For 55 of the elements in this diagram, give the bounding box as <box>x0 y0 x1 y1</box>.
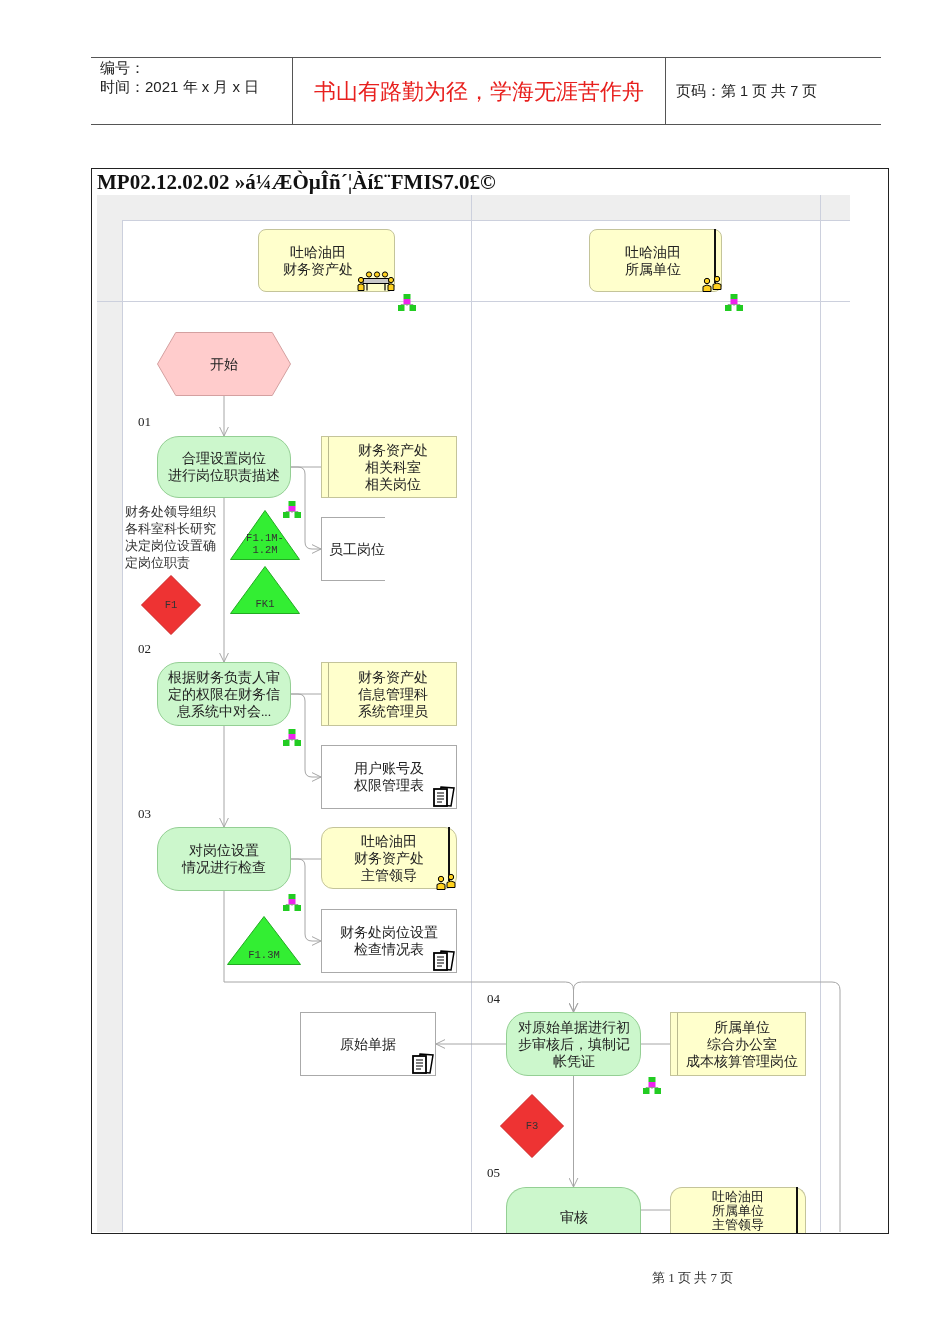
lane-header <box>589 229 722 292</box>
document-box <box>300 1012 436 1076</box>
lane-label: 吐哈油田财务资产处 <box>282 243 353 278</box>
diagram-title: MP02.12.02.02 »á¼ÆÒµÎñ´¦Àí£¨FMIS7.0£© <box>97 170 496 194</box>
process-box: 根据财务负责人审定的权限在财务信息系统中对会... <box>157 662 291 726</box>
role-box: 财务资产处信息管理科系统管理员 <box>321 662 457 726</box>
arrow <box>568 981 841 1233</box>
arrow <box>219 725 229 828</box>
arrow <box>435 1039 507 1049</box>
control-triangle: F1.1M-1.2M <box>230 510 300 560</box>
connector-line <box>640 1043 671 1045</box>
step-number: 04 <box>487 991 500 1007</box>
risk-diamond: F3 <box>500 1094 564 1158</box>
document-label: 原始单据 <box>340 1035 396 1053</box>
lane-header <box>258 229 395 292</box>
control-triangle: FK1 <box>230 566 300 614</box>
process-box: 合理设置岗位进行岗位职责描述 <box>157 436 291 498</box>
start-hexagon: 开始 <box>157 332 291 396</box>
date-label: 时间：2021 年 x 月 x 日 <box>100 78 260 96</box>
connector-line <box>640 1209 671 1211</box>
role-box: 财务资产处相关科室相关岗位 <box>321 436 457 498</box>
role-label: 吐哈油田财务资产处主管领导 <box>354 832 424 884</box>
arrow <box>290 466 322 554</box>
step-number: 01 <box>138 414 151 430</box>
step-number: 05 <box>487 1165 500 1181</box>
role-box <box>670 1187 806 1233</box>
process-box: 对原始单据进行初步审核后，填制记帐凭证 <box>506 1012 641 1076</box>
process-box: 审核 <box>506 1187 641 1233</box>
role-label: 吐哈油田所属单位主管领导 <box>712 1190 764 1232</box>
step-description: 财务处领导组织各科室科长研究决定岗位设置确定岗位职责 <box>125 503 217 571</box>
arrow <box>219 395 229 437</box>
motto: 书山有路勤为径，学海无涯苦作舟 <box>312 78 645 106</box>
arrow <box>290 858 322 946</box>
connector-line <box>290 858 322 860</box>
document-box: 员工岗位 <box>321 517 385 581</box>
page-number: 页码：第 1 页 共 7 页 <box>676 82 818 100</box>
lane-label: 吐哈油田所属单位 <box>624 243 681 278</box>
document-label: 财务处岗位设置检查情况表 <box>340 924 438 958</box>
connector-line <box>290 693 322 695</box>
role-box <box>321 827 457 889</box>
connector-line <box>290 466 322 468</box>
document-label: 用户账号及权限管理表 <box>354 760 424 794</box>
step-number: 03 <box>138 806 151 822</box>
control-triangle: F1.3M <box>227 916 301 965</box>
arrow <box>219 497 229 663</box>
step-number: 02 <box>138 641 151 657</box>
role-box: 所属单位综合办公室成本核算管理岗位 <box>670 1012 806 1076</box>
form-number-label: 编号： <box>100 59 145 77</box>
document-box <box>321 909 457 973</box>
document-box <box>321 745 457 809</box>
arrow <box>290 693 322 782</box>
risk-diamond: F1 <box>141 575 201 635</box>
process-box: 对岗位设置情况进行检查 <box>157 827 291 891</box>
page-footer: 第 1 页 共 7 页 <box>600 1270 785 1286</box>
arrow <box>568 1075 579 1188</box>
